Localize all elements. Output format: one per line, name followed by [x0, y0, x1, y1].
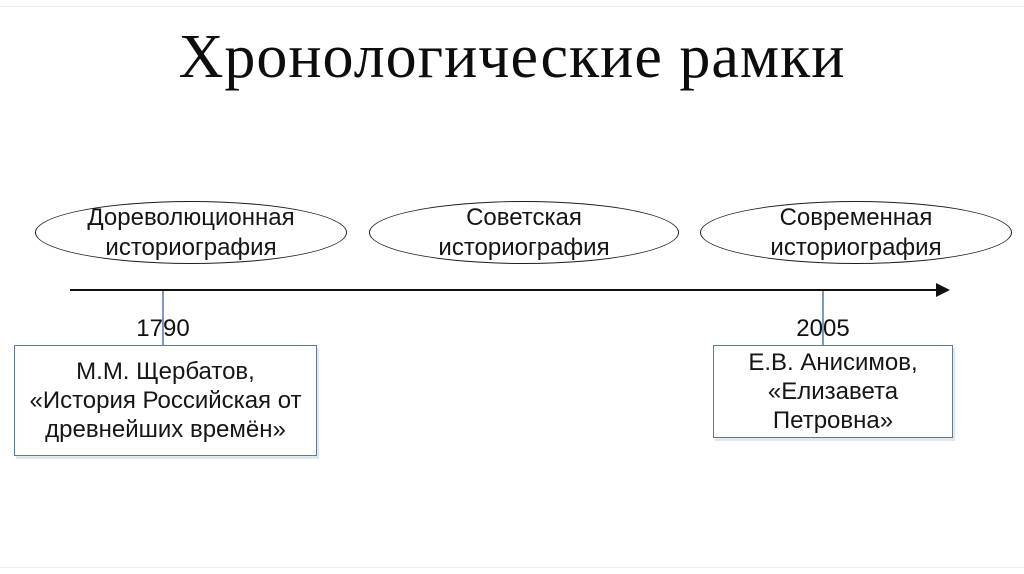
year-label-2005: 2005 [796, 315, 850, 342]
ellipse-modern-historiography: Современная историография [700, 201, 1012, 264]
ellipse-label-line: Советская [466, 203, 582, 231]
year-label-1790: 1790 [136, 315, 190, 342]
timeline-tick-1790 [162, 290, 164, 346]
work-box-line: М.М. Щербатов, [76, 358, 255, 385]
timeline-axis [70, 289, 938, 291]
slide-bottom-edge [0, 567, 1024, 568]
work-box-line: Е.В. Анисимов, [748, 349, 918, 376]
ellipse-label-line: историография [438, 233, 610, 261]
ellipse-soviet-historiography: Советская историография [369, 201, 679, 264]
ellipse-label-line: историография [770, 233, 942, 261]
ellipse-label-line: Современная [779, 203, 933, 231]
ellipse-label-line: историография [105, 233, 277, 261]
ellipse-prerevolutionary-historiography: Дореволюционная историография [35, 201, 347, 264]
work-box-shcherbatov: М.М. Щербатов, «История Российская от др… [14, 345, 317, 456]
ellipse-label-line: Дореволюционная [87, 203, 295, 231]
work-box-line: древнейших времён» [45, 416, 286, 443]
work-box-line: Петровна» [772, 407, 894, 434]
work-box-anisimov: Е.В. Анисимов, «Елизавета Петровна» [713, 345, 953, 438]
work-box-line: «История Российская от [29, 387, 302, 414]
slide-title: Хронологические рамки [178, 23, 846, 91]
timeline-tick-2005 [822, 290, 824, 346]
slide-top-edge [0, 6, 1024, 7]
timeline-arrowhead-icon [936, 283, 950, 297]
work-box-line: «Елизавета [767, 378, 899, 405]
